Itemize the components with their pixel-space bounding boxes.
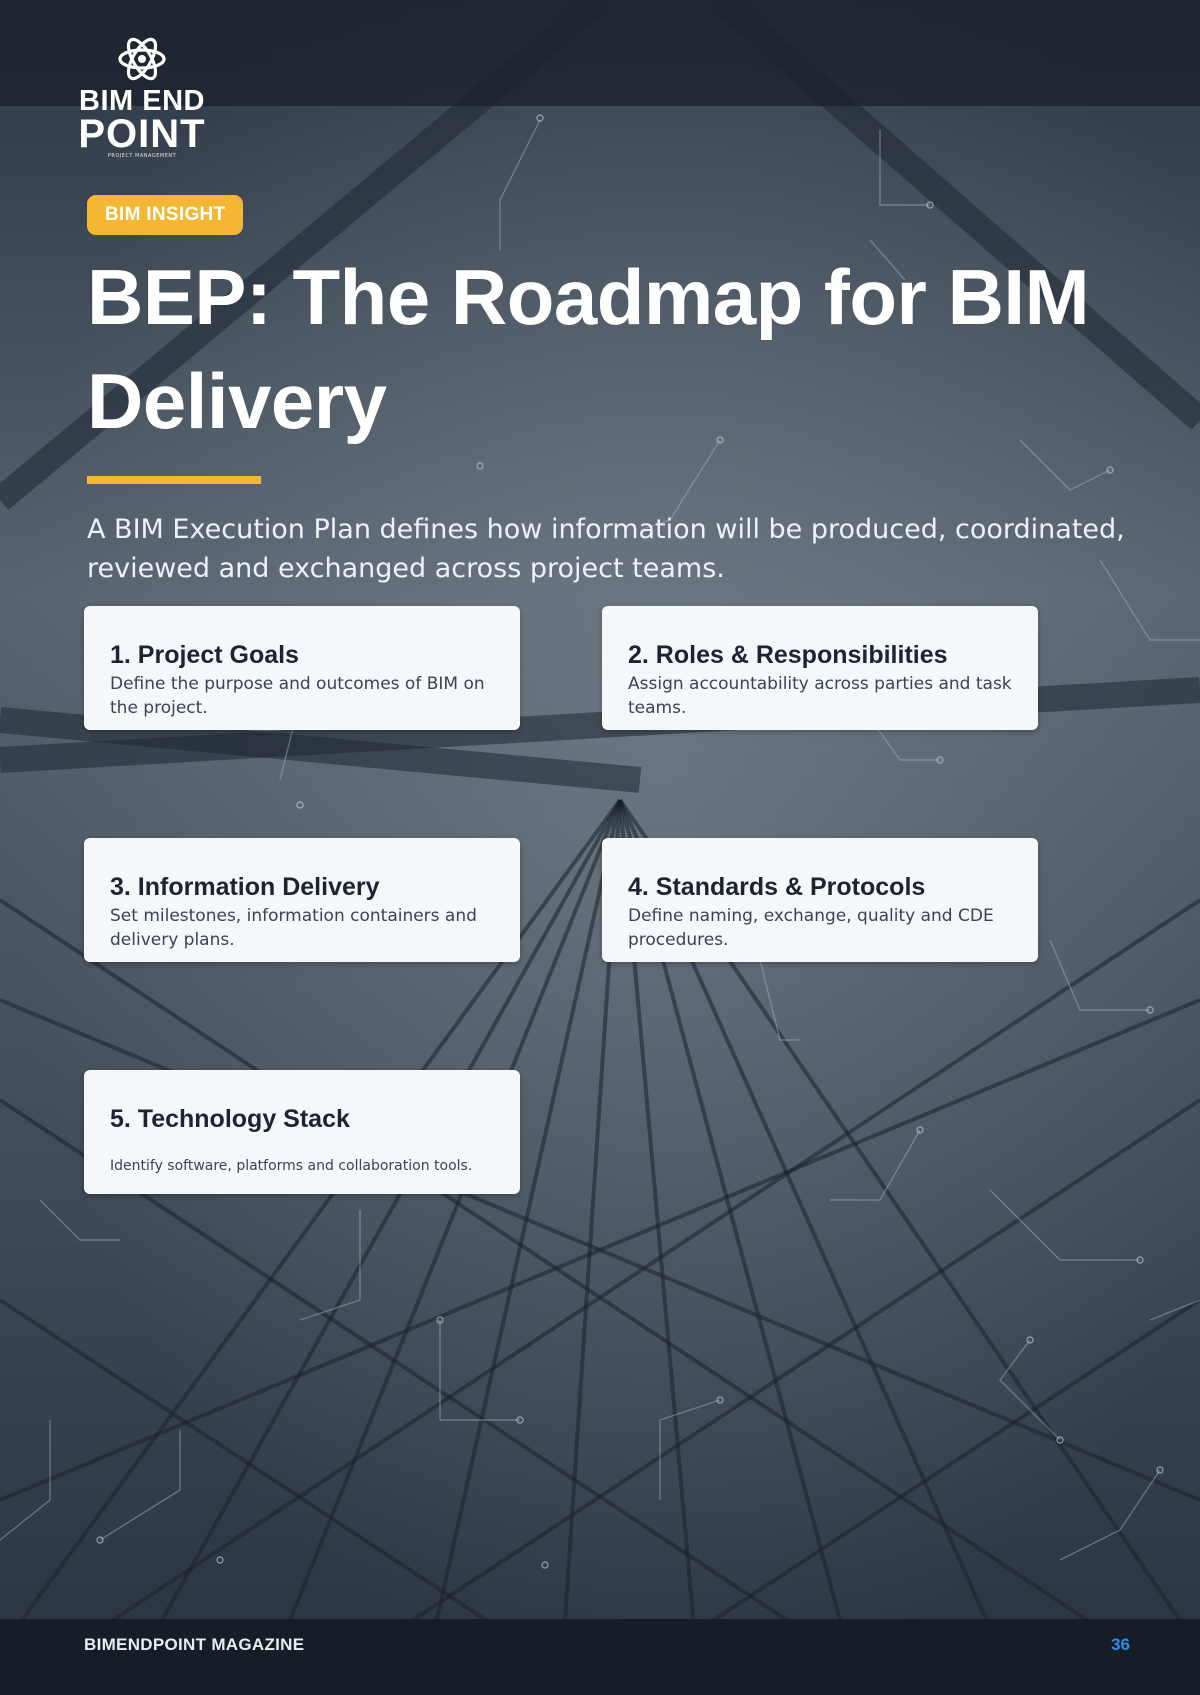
- card-information-delivery: 3. Information Delivery Set milestones, …: [84, 838, 520, 962]
- card-description: Define naming, exchange, quality and CDE…: [628, 906, 994, 950]
- logo-text-line2: POINT: [78, 112, 206, 156]
- card-description: Set milestones, information containers a…: [110, 906, 477, 950]
- category-badge: BIM INSIGHT: [87, 195, 244, 235]
- magazine-name: BIMENDPOINT MAGAZINE: [84, 1635, 305, 1654]
- logo-text-line1: BIM END: [79, 85, 205, 117]
- card-title: 5. Technology Stack: [110, 1105, 350, 1133]
- card-description: Identify software, platforms and collabo…: [110, 1158, 473, 1174]
- page-number: 36: [1111, 1635, 1130, 1654]
- title-underline: [87, 476, 261, 484]
- logo-tagline: PROJECT MANAGEMENT: [107, 153, 177, 159]
- brand-logo: BIM END POINT PROJECT MANAGEMENT: [76, 36, 208, 162]
- card-roles-responsibilities: 2. Roles & Responsibilities Assign accou…: [602, 606, 1038, 730]
- top-bar: [0, 0, 1200, 106]
- card-title: 4. Standards & Protocols: [628, 873, 926, 901]
- atom-logo-icon: [118, 37, 166, 81]
- page-title: BEP: The Roadmap for BIM Delivery: [87, 253, 1090, 445]
- card-standards-protocols: 4. Standards & Protocols Define naming, …: [602, 838, 1038, 962]
- footer-bar: [0, 1619, 1200, 1695]
- card-description: Assign accountability across parties and…: [628, 674, 1012, 718]
- intro-text: A BIM Execution Plan defines how informa…: [87, 514, 1125, 584]
- card-description: Define the purpose and outcomes of BIM o…: [110, 674, 485, 718]
- card-title: 3. Information Delivery: [110, 873, 380, 901]
- card-title: 1. Project Goals: [110, 641, 299, 669]
- card-project-goals: 1. Project Goals Define the purpose and …: [84, 606, 520, 730]
- card-title: 2. Roles & Responsibilities: [628, 641, 948, 669]
- card-technology-stack: 5. Technology Stack Identify software, p…: [84, 1070, 520, 1194]
